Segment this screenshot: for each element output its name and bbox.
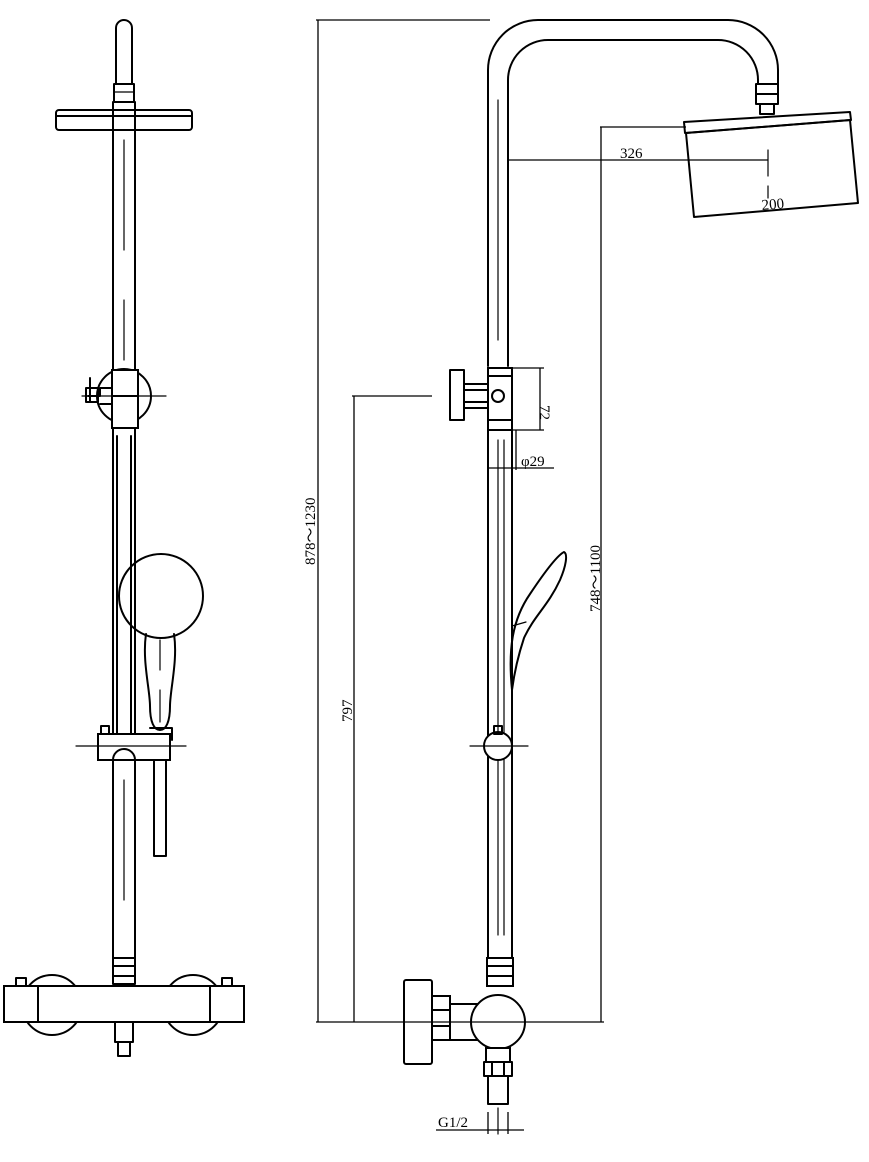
dim-326-label: 326 xyxy=(620,146,643,162)
side-shower-head-body xyxy=(685,119,859,218)
front-valve-connector xyxy=(112,957,136,985)
front-upper-pipe-top xyxy=(115,19,133,85)
dim-878-1230-label: 878～1230 xyxy=(303,497,319,565)
front-head-nut xyxy=(113,83,135,103)
side-hand-shower xyxy=(509,551,568,691)
front-inlet xyxy=(114,1021,134,1043)
dim-200-label: 200 xyxy=(761,196,785,214)
side-bracket-knob xyxy=(491,389,505,403)
front-hand-shower-handle xyxy=(143,633,177,731)
dim-phi29-label: φ29 xyxy=(521,454,545,470)
side-view: 326 200 72 φ29 xyxy=(303,19,859,1135)
dim-797-label: 797 xyxy=(340,699,356,722)
dim-748-1100-label: 748～1100 xyxy=(588,545,604,612)
dim-g12-label: G1/2 xyxy=(438,1115,468,1131)
side-bracket-handle xyxy=(449,369,465,421)
front-hose-outlet xyxy=(153,759,167,857)
front-bracket-body xyxy=(111,369,139,429)
front-view xyxy=(3,19,245,1057)
side-inlet xyxy=(485,1047,511,1063)
side-valve-connector xyxy=(486,957,514,987)
dim-72-label: 72 xyxy=(536,405,552,420)
front-valve-body xyxy=(3,985,245,1023)
front-hand-shower-head xyxy=(118,553,204,639)
front-shower-head xyxy=(55,109,193,131)
side-shower-arm xyxy=(487,19,779,367)
